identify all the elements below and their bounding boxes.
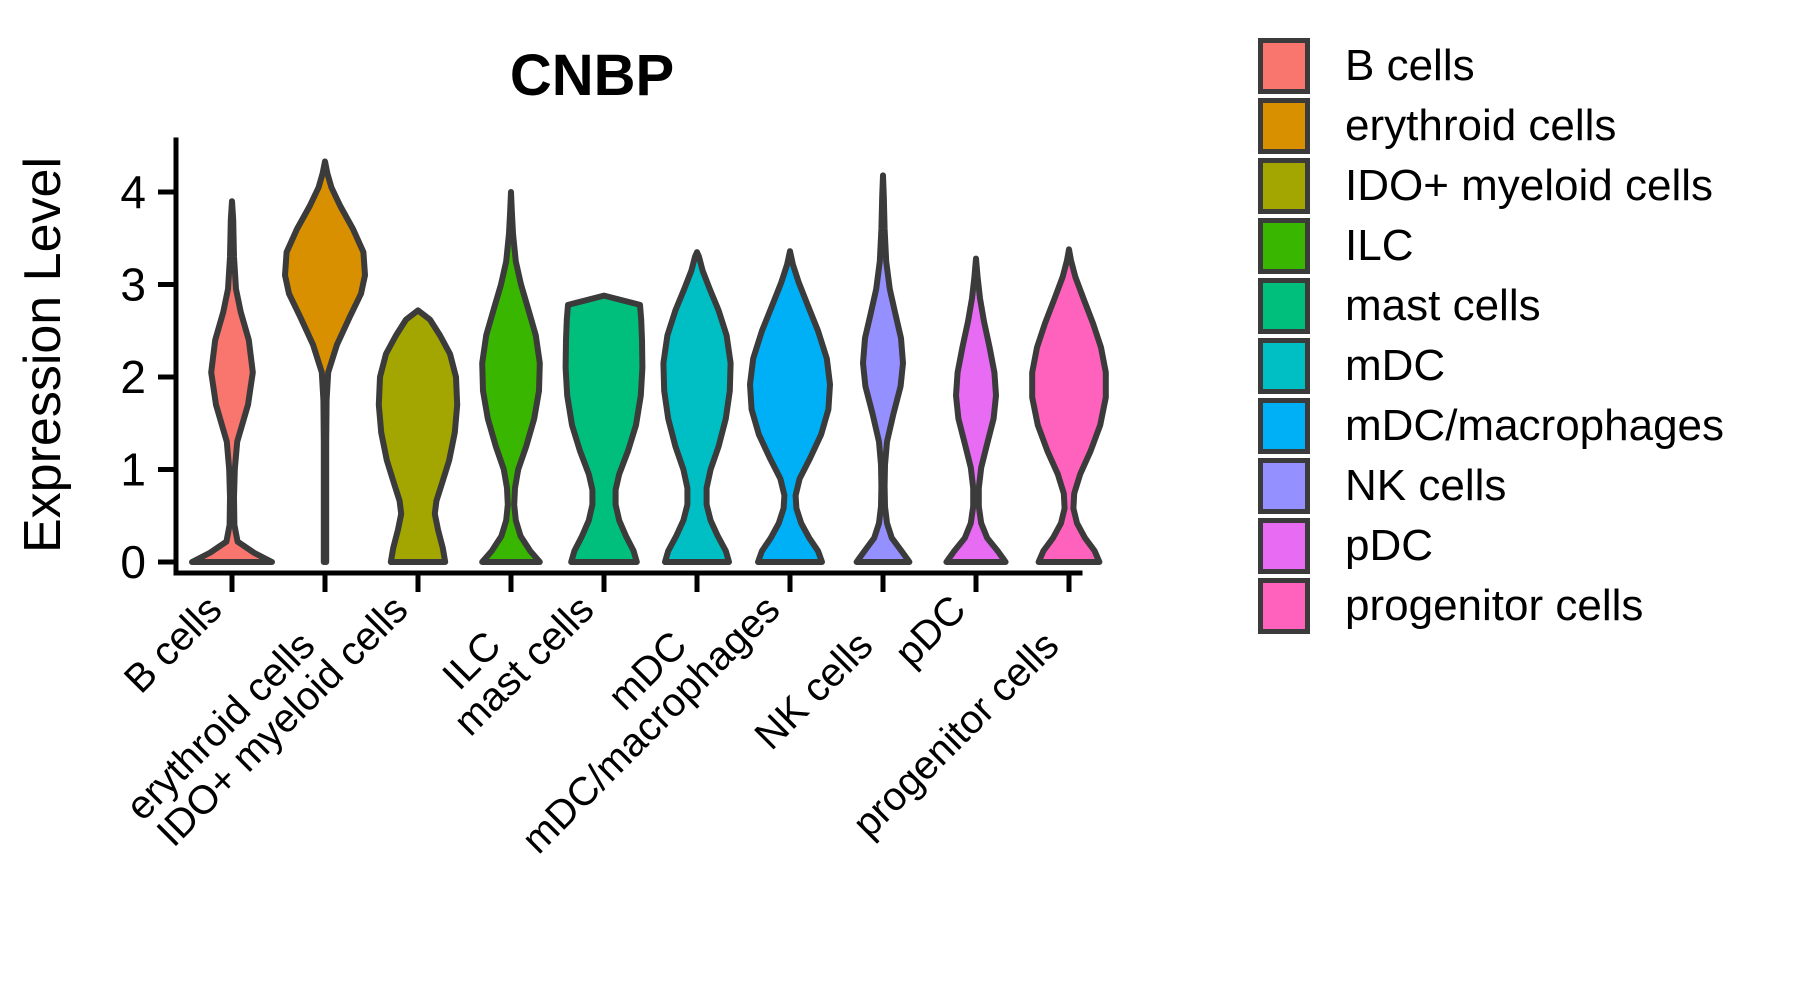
- x-tick-label: B cells: [116, 587, 230, 701]
- x-axis-ticks: [229, 573, 1072, 592]
- legend-color-swatch: [1258, 38, 1310, 94]
- legend-item[interactable]: erythroid cells: [1258, 96, 1778, 156]
- legend-color-swatch: [1258, 218, 1310, 274]
- legend-item[interactable]: pDC: [1258, 516, 1778, 576]
- y-tick-label: 2: [120, 351, 146, 403]
- legend-item[interactable]: B cells: [1258, 36, 1778, 96]
- violin-shape[interactable]: erythroid cells: [282, 158, 368, 565]
- legend-color-swatch: [1258, 578, 1310, 634]
- legend-item-label: erythroid cells: [1345, 101, 1617, 150]
- y-tick-label: 3: [120, 259, 146, 311]
- legend-item-label: progenitor cells: [1345, 581, 1644, 630]
- legend-item-label: mDC/macrophages: [1345, 401, 1725, 450]
- legend-item[interactable]: progenitor cells: [1258, 576, 1778, 636]
- violin-shape[interactable]: mDC/macrophages: [747, 248, 833, 565]
- legend-item[interactable]: NK cells: [1258, 456, 1778, 516]
- legend-item[interactable]: IDO+ myeloid cells: [1258, 156, 1778, 216]
- legend-color-swatch: [1258, 98, 1310, 154]
- y-tick-label: 0: [120, 536, 146, 588]
- violin-shape[interactable]: NK cells: [853, 172, 913, 565]
- legend-item-label: mDC: [1345, 341, 1446, 390]
- legend-color-swatch: [1258, 518, 1310, 574]
- page-title: CNBP: [510, 43, 674, 108]
- legend-item[interactable]: mDC/macrophages: [1258, 396, 1778, 456]
- legend-color-swatch: [1258, 278, 1310, 334]
- violin-shape[interactable]: IDO+ myeloid cells: [375, 307, 461, 565]
- legend-item-label: IDO+ myeloid cells: [1345, 161, 1714, 210]
- legend-item[interactable]: ILC: [1258, 216, 1778, 276]
- legend-item[interactable]: mDC: [1258, 336, 1778, 396]
- y-tick-label: 4: [120, 166, 146, 218]
- violin-shape[interactable]: mast cells: [562, 292, 646, 565]
- x-tick-label: pDC: [887, 587, 975, 675]
- y-tick-label: 1: [120, 444, 146, 496]
- x-tick-label: NK cells: [747, 623, 882, 758]
- y-axis-title: Expression Level: [14, 157, 72, 553]
- legend-item-label: NK cells: [1345, 461, 1507, 510]
- legend-color-swatch: [1258, 338, 1310, 394]
- violin-shape[interactable]: mDC: [660, 249, 734, 565]
- violin-shape[interactable]: pDC: [943, 255, 1009, 565]
- legend-item-label: pDC: [1345, 521, 1434, 570]
- legend-color-swatch: [1258, 398, 1310, 454]
- violin-shape[interactable]: B cells: [189, 198, 275, 565]
- legend-item-label: mast cells: [1345, 281, 1541, 330]
- y-axis-ticks: 0 1 2 3 4: [120, 166, 176, 588]
- violin-shape[interactable]: progenitor cells: [1029, 246, 1109, 565]
- legend-item-label: ILC: [1345, 221, 1414, 270]
- violin-shape[interactable]: ILC: [479, 189, 543, 565]
- legend-color-swatch: [1258, 158, 1310, 214]
- legend-color-swatch: [1258, 458, 1310, 514]
- legend-item[interactable]: mast cells: [1258, 276, 1778, 336]
- legend-item-label: B cells: [1345, 41, 1475, 90]
